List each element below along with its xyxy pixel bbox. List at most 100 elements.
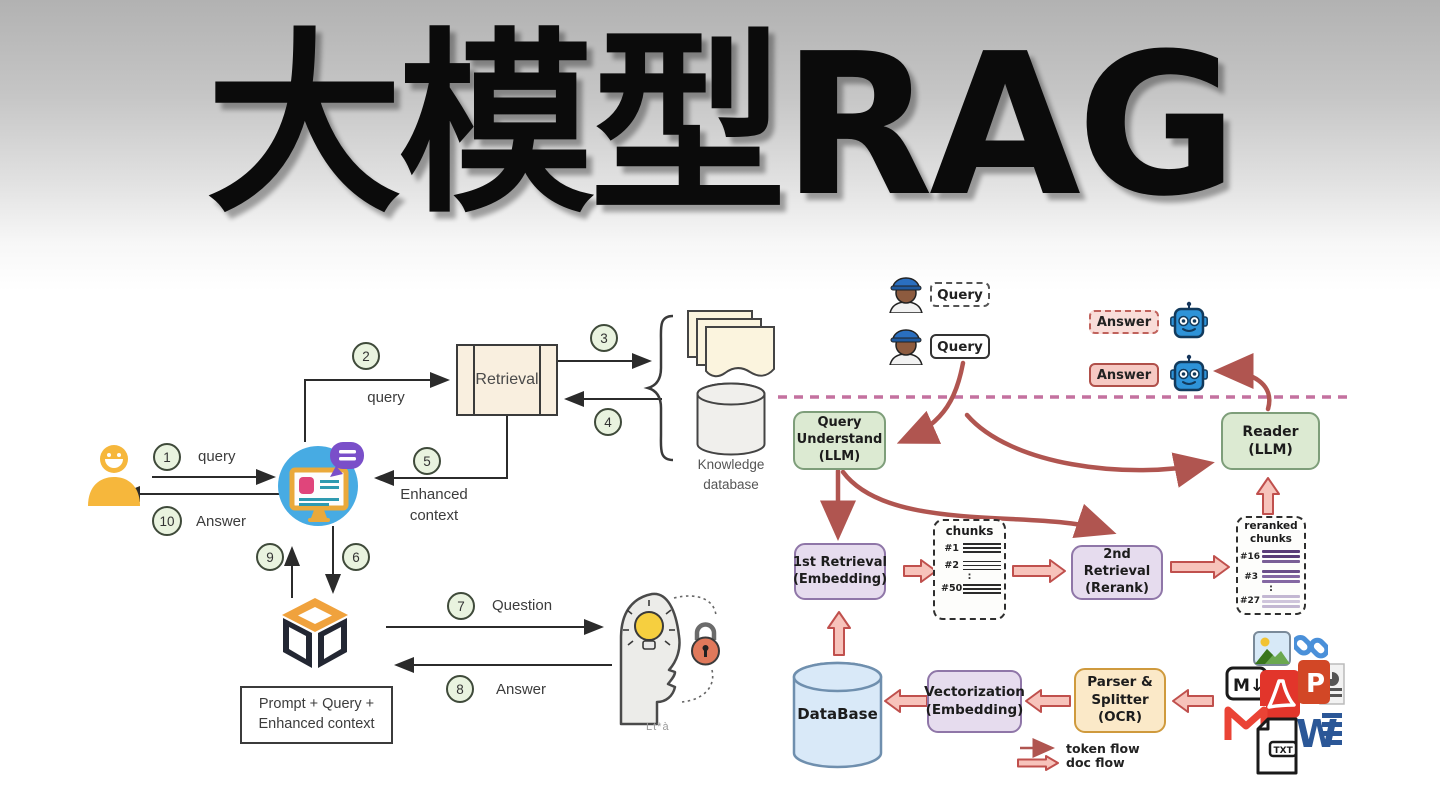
step-circle-5: 5 — [413, 447, 441, 475]
chunk-bars — [1262, 593, 1300, 610]
reranked-chunks-box: reranked chunks #16 #3 : #27 — [1236, 516, 1306, 615]
block-arrow-vec-to-db — [884, 689, 928, 713]
chunks-ellipsis: : — [967, 570, 972, 582]
query-final-box: Query — [930, 334, 990, 359]
label-question-7: Question — [492, 597, 553, 614]
curve-reader-to-answer — [1213, 353, 1272, 412]
label-query-1: query — [198, 448, 236, 465]
prompt-cube-icon — [279, 598, 351, 670]
image-file-icon — [1253, 631, 1291, 666]
block-arrow-2nd-to-reranked — [1170, 555, 1230, 579]
chunk-text-lines — [963, 582, 1001, 596]
lock-icon — [691, 622, 720, 666]
curve-understand-to-2nd — [840, 469, 1117, 538]
retrieval-box-right-rule — [539, 346, 541, 414]
label-answer-10: Answer — [196, 513, 247, 530]
reranked-title: reranked chunks — [1244, 520, 1298, 545]
svg-text:TXT: TXT — [1274, 746, 1294, 756]
lightbulb-icon — [623, 600, 675, 650]
user-person-icon — [84, 444, 144, 506]
chunk-id: #27 — [1240, 596, 1261, 607]
database-label: DataBase — [797, 705, 878, 723]
block-arrow-reranked-to-reader — [1256, 477, 1280, 515]
doc-flow-arrows — [827, 477, 1280, 771]
chunks-title: chunks — [945, 524, 994, 538]
block-arrow-files-to-parser — [1172, 689, 1214, 713]
chunk-row-1: #1 — [941, 541, 1004, 555]
reranked-ellipsis: : — [1269, 582, 1273, 594]
chatbot-icon — [276, 442, 364, 528]
step-circle-8: 8 — [446, 675, 474, 703]
query-understand-box: Query Understand (LLM) — [793, 411, 886, 470]
word-file-icon: W — [1296, 707, 1344, 759]
chunk-row-50: #50 — [941, 582, 1004, 596]
label-enhanced-context: Enhanced context — [400, 486, 468, 524]
txt-file-icon: TXT — [1252, 716, 1300, 776]
curve-query-to-understand — [896, 360, 966, 444]
llm-thinker-head-icon — [612, 588, 722, 738]
left-flow-arrows — [120, 353, 662, 673]
block-arrow-parser-to-vec — [1025, 689, 1071, 713]
chunk-id: #3 — [1244, 571, 1258, 582]
powerpoint-file-icon: P — [1298, 660, 1346, 712]
database-cylinder-icon — [792, 661, 883, 769]
reranked-row-27: #27 — [1240, 593, 1304, 610]
retrieval-box: Retrieval — [456, 344, 558, 416]
label-query-2: query — [367, 389, 405, 406]
knowledge-database-label: Knowledge database — [697, 457, 765, 492]
step-circle-4: 4 — [594, 408, 622, 436]
arrow-5-enhanced-context — [374, 416, 508, 486]
arrow-2-query — [304, 372, 450, 442]
step-circle-7: 7 — [447, 592, 475, 620]
chunk-id: #2 — [944, 560, 959, 572]
reranked-row-16: #16 — [1240, 548, 1304, 565]
step-circle-3: 3 — [590, 324, 618, 352]
chunk-id: #50 — [941, 583, 963, 595]
watermark-text: Lt*à — [646, 721, 670, 733]
block-arrow-chunks-to-2nd — [1012, 559, 1066, 583]
retrieval-box-left-rule — [473, 346, 475, 414]
reader-box: Reader (LLM) — [1221, 412, 1320, 470]
reranked-row-3: #3 — [1240, 568, 1304, 585]
documents-stack-icon — [687, 310, 775, 378]
robot-icon-2 — [1170, 354, 1208, 394]
knowledge-brace — [643, 314, 674, 462]
chunk-id: #16 — [1240, 551, 1261, 562]
retrieval-label: Retrieval — [475, 371, 539, 388]
legend-doc-flow-arrow — [1017, 755, 1059, 771]
label-answer-8: Answer — [496, 681, 547, 698]
first-retrieval-box: 1st Retrieval (Embedding) — [793, 543, 887, 600]
user-cap-icon-2 — [888, 327, 924, 365]
step-circle-1: 1 — [153, 443, 181, 471]
answer-final-box: Answer — [1089, 363, 1159, 387]
chunk-bars — [1262, 568, 1300, 585]
step-circle-6: 6 — [342, 543, 370, 571]
vectorization-box: Vectorization (Embedding) — [924, 670, 1025, 733]
step-circle-10: 10 — [152, 506, 182, 536]
curve-query-to-reader — [964, 412, 1215, 488]
query-draft-box: Query — [930, 282, 990, 307]
pdf-file-icon — [1259, 669, 1301, 719]
right-curved-arrows — [820, 353, 1272, 541]
block-arrow-db-to-1st — [827, 611, 851, 656]
step-circle-2: 2 — [352, 342, 380, 370]
chunk-row-2: #2 — [941, 558, 1004, 572]
svg-text:W: W — [1296, 712, 1338, 756]
knowledge-db-cylinder-icon — [696, 382, 766, 456]
answer-draft-box: Answer — [1089, 310, 1159, 334]
user-cap-icon-1 — [888, 275, 924, 313]
chunks-box: chunks #1 #2 : #50 — [933, 519, 1006, 620]
page-title: 大模型RAG — [206, 12, 1238, 240]
robot-icon-1 — [1170, 301, 1208, 341]
prompt-query-context-box: Prompt + Query + Enhanced context — [240, 686, 393, 744]
chunk-text-lines — [963, 541, 1001, 555]
chunk-id: #1 — [944, 542, 959, 554]
legend-token-flow-label: token flow — [1066, 741, 1140, 756]
block-arrow-1st-to-chunks — [903, 559, 937, 583]
second-retrieval-box: 2nd Retrieval (Rerank) — [1071, 545, 1163, 600]
chunk-text-lines — [963, 558, 1001, 572]
svg-text:P: P — [1306, 669, 1325, 699]
parser-splitter-box: Parser & Splitter (OCR) — [1074, 668, 1166, 733]
step-circle-9: 9 — [256, 543, 284, 571]
